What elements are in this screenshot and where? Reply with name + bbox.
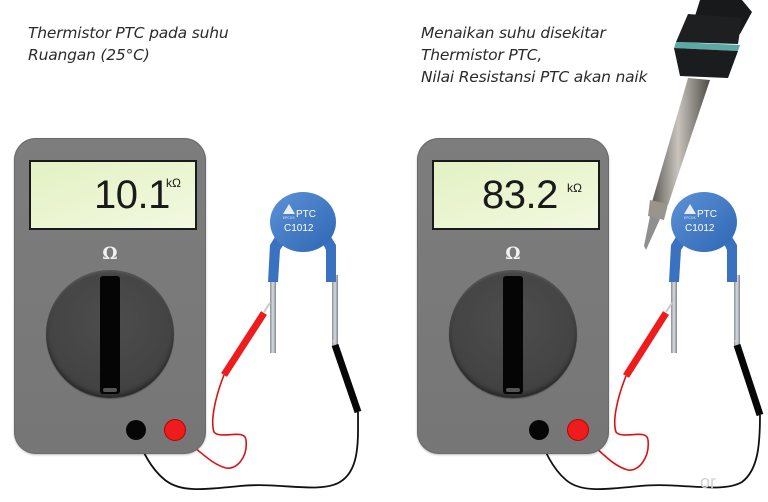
left-meter-reading: 10.1 bbox=[94, 173, 170, 217]
svg-text:EPCOS: EPCOS bbox=[684, 216, 697, 220]
right-thermistor-part: C1012 bbox=[685, 223, 715, 234]
left-caption-line-1: Thermistor PTC pada suhu bbox=[28, 24, 229, 42]
left-thermistor-part: C1012 bbox=[284, 223, 314, 234]
left-thermistor: EPCOS PTC C1012 bbox=[268, 192, 338, 353]
left-com-jack[interactable] bbox=[126, 420, 146, 440]
right-caption-line-1: Menaikan suhu disekitar bbox=[421, 24, 606, 42]
right-meter-unit: kΩ bbox=[567, 181, 582, 195]
right-thermistor-leg-2 bbox=[734, 275, 740, 347]
right-meter-reading: 83.2 bbox=[482, 173, 558, 217]
right-com-jack[interactable] bbox=[529, 420, 549, 440]
left-caption: Thermistor PTC pada suhu Ruangan (25°C) bbox=[28, 22, 229, 66]
right-caption-line-3: Nilai Resistansi PTC akan naik bbox=[421, 68, 648, 86]
left-caption-line-2: Ruangan (25°C) bbox=[28, 46, 150, 64]
epcos-logo-icon bbox=[283, 204, 295, 214]
right-selector-knob[interactable] bbox=[449, 270, 577, 398]
right-caption-line-2: Thermistor PTC, bbox=[421, 46, 543, 64]
right-thermistor-disc bbox=[671, 192, 737, 252]
soldering-iron bbox=[644, 0, 752, 250]
left-thermistor-leg-2 bbox=[332, 275, 338, 347]
left-thermistor-disc bbox=[270, 192, 336, 252]
right-meter-display: 83.2 kΩ bbox=[432, 160, 600, 230]
left-thermistor-leg-1 bbox=[270, 275, 276, 353]
right-red-probe[interactable] bbox=[577, 302, 673, 471]
svg-text:EPCOS: EPCOS bbox=[283, 216, 296, 220]
left-meter-display: 10.1 kΩ bbox=[29, 160, 197, 230]
left-thermistor-type: PTC bbox=[296, 209, 316, 220]
knob-pointer-icon bbox=[503, 276, 523, 394]
left-multimeter: 10.1 kΩ Ω bbox=[14, 138, 206, 454]
right-thermistor: EPCOS PTC C1012 bbox=[669, 192, 740, 353]
ohm-mode-label: Ω bbox=[102, 244, 118, 264]
watermark: or bbox=[700, 472, 717, 492]
left-red-probe[interactable] bbox=[173, 302, 271, 469]
epcos-logo-icon bbox=[684, 204, 696, 214]
right-caption: Menaikan suhu disekitar Thermistor PTC, … bbox=[421, 22, 648, 88]
right-multimeter: 83.2 kΩ Ω bbox=[417, 138, 609, 454]
right-thermistor-type: PTC bbox=[697, 209, 717, 220]
knob-pointer-icon bbox=[100, 276, 120, 394]
right-black-probe[interactable] bbox=[537, 339, 764, 490]
right-thermistor-leg-1 bbox=[671, 275, 677, 353]
left-meter-unit: kΩ bbox=[166, 176, 181, 190]
left-ohm-jack[interactable] bbox=[165, 420, 185, 440]
left-black-probe[interactable] bbox=[134, 339, 362, 490]
ohm-mode-label: Ω bbox=[505, 244, 521, 264]
right-ohm-jack[interactable] bbox=[568, 420, 588, 440]
left-selector-knob[interactable] bbox=[46, 270, 174, 398]
